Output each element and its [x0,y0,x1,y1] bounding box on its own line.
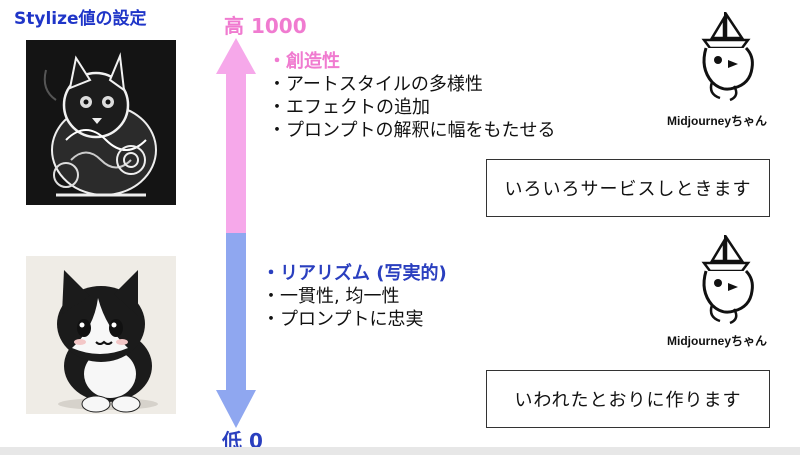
character-name-bottom: Midjourneyちゃん [667,334,768,348]
list-item: ・エフェクトの追加 [268,97,430,118]
low-stylize-cat-image [26,256,176,414]
character-name-top: Midjourneyちゃん [667,114,768,128]
list-item: ・プロンプトに忠実 [262,309,424,330]
high-section-heading: ・創造性 [268,51,340,72]
midjourney-character-bottom [690,232,760,327]
list-item: ・一貫性, 均一性 [262,286,400,307]
high-stylize-cat-image [26,40,176,205]
page-title: Stylize値の設定 [14,9,147,29]
scale-high-label: 高 1000 [224,14,307,38]
bottom-divider [0,447,800,455]
high-section-list: ・創造性 ・アートスタイルの多様性 ・エフェクトの追加 ・プロンプトの解釈に幅を… [268,50,555,142]
midjourney-character-top [690,9,760,104]
low-section-list: ・リアリズム (写実的) ・一貫性, 均一性 ・プロンプトに忠実 [262,262,447,331]
stylize-scale-arrow [216,38,256,428]
speech-box-high: いろいろサービスしときます [486,159,770,217]
speech-box-low: いわれたとおりに作ります [486,370,770,428]
list-item: ・アートスタイルの多様性 [268,74,483,95]
list-item: ・プロンプトの解釈に幅をもたせる [268,120,556,141]
low-section-heading: ・リアリズム (写実的) [262,263,447,284]
